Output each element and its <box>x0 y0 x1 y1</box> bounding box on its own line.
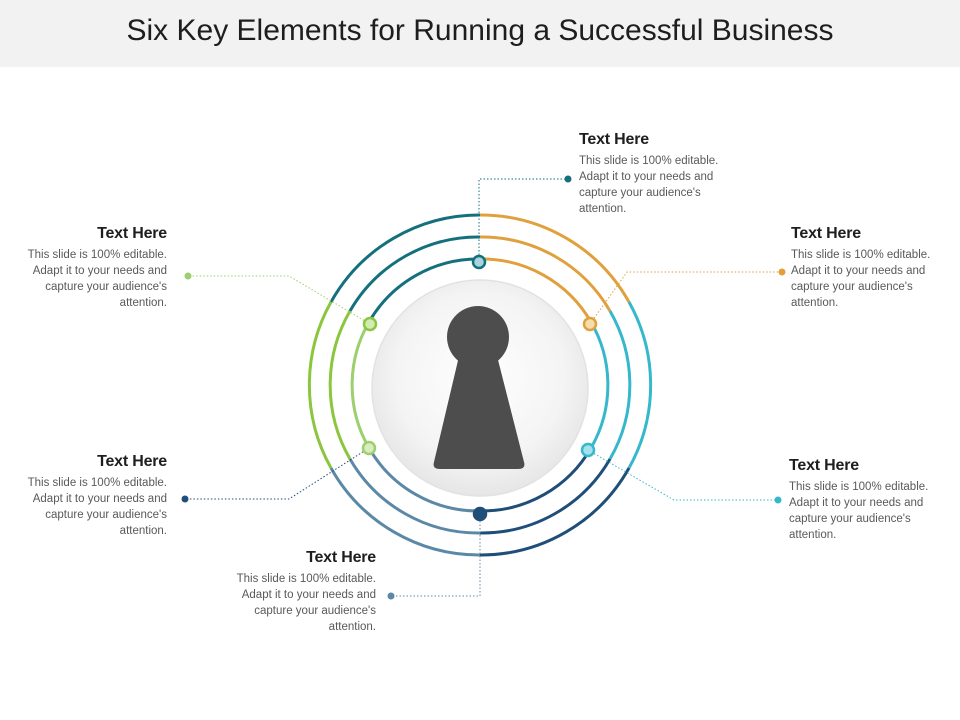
text-block-lower-left: Text Here This slide is 100% editable. A… <box>27 453 168 539</box>
ring-outer-slate-arc <box>329 467 481 557</box>
ring-inner-navy-arc <box>479 447 593 513</box>
ring-inner-teal-arc <box>367 257 481 323</box>
ring-middle-navy-arc <box>479 458 612 535</box>
ring-middle-slate-arc <box>348 458 481 535</box>
text-block-body: This slide is 100% editable. Adapt it to… <box>27 477 167 537</box>
text-block-title: Text Here <box>579 131 649 148</box>
node-top <box>471 254 487 270</box>
text-block-title: Text Here <box>306 549 376 566</box>
text-block-title: Text Here <box>97 453 167 470</box>
ring-nodes <box>361 254 598 522</box>
node-upper-right <box>582 316 598 332</box>
connectors <box>185 178 782 597</box>
node-upper-left <box>362 316 378 332</box>
text-block-bottom: Text Here This slide is 100% editable. A… <box>236 549 377 635</box>
text-block-top: Text Here This slide is 100% editable. A… <box>579 131 719 217</box>
connector-bottom <box>391 514 481 597</box>
end-dot-upper-right <box>778 268 786 276</box>
ring-outer-cyan-arc <box>627 301 653 469</box>
connector-lower-right <box>587 449 778 501</box>
ring-outer-navy-arc <box>479 467 631 557</box>
text-block-body: This slide is 100% editable. Adapt it to… <box>791 249 931 309</box>
title-bar: Six Key Elements for Running a Successfu… <box>0 0 960 67</box>
keyhole-icon <box>433 306 525 469</box>
node-lower-right <box>580 442 596 458</box>
node-bottom <box>472 506 488 522</box>
ring-inner-cyan-arc <box>589 321 610 449</box>
end-dot-lower-right <box>774 496 782 504</box>
text-block-body: This slide is 100% editable. Adapt it to… <box>789 481 929 541</box>
connector-upper-left <box>188 275 371 325</box>
ring-outer-teal-arc <box>329 213 481 303</box>
ring-inner-slate-arc <box>367 447 481 513</box>
ring-middle-green-arc <box>328 310 352 460</box>
page-title: Six Key Elements for Running a Successfu… <box>126 14 834 47</box>
ring-inner-gold-arc <box>479 257 593 323</box>
text-block-title: Text Here <box>97 225 167 242</box>
text-block-title: Text Here <box>791 225 861 242</box>
text-block-upper-right: Text Here This slide is 100% editable. A… <box>791 225 931 311</box>
text-block-body: This slide is 100% editable. Adapt it to… <box>579 155 719 215</box>
text-block-body: This slide is 100% editable. Adapt it to… <box>27 249 167 309</box>
connector-upper-right <box>589 271 782 325</box>
text-block-body: This slide is 100% editable. Adapt it to… <box>236 573 376 633</box>
connector-lower-left <box>185 447 370 500</box>
ring-middle-teal-arc <box>348 235 481 312</box>
ring-outer-green-arc <box>307 301 333 469</box>
ring-inner-green-arc <box>350 321 371 449</box>
ring-middle-cyan-arc <box>608 310 632 460</box>
end-dot-top <box>564 175 572 183</box>
ring-outer-gold-arc <box>479 213 631 303</box>
ring-middle-gold-arc <box>479 235 612 312</box>
end-dot-bottom <box>387 592 395 600</box>
end-dot-lower-left <box>181 495 189 503</box>
node-lower-left <box>361 440 377 456</box>
text-block-upper-left: Text Here This slide is 100% editable. A… <box>27 225 168 311</box>
end-dot-upper-left <box>184 272 192 280</box>
text-block-lower-right: Text Here This slide is 100% editable. A… <box>789 457 929 543</box>
text-block-title: Text Here <box>789 457 859 474</box>
